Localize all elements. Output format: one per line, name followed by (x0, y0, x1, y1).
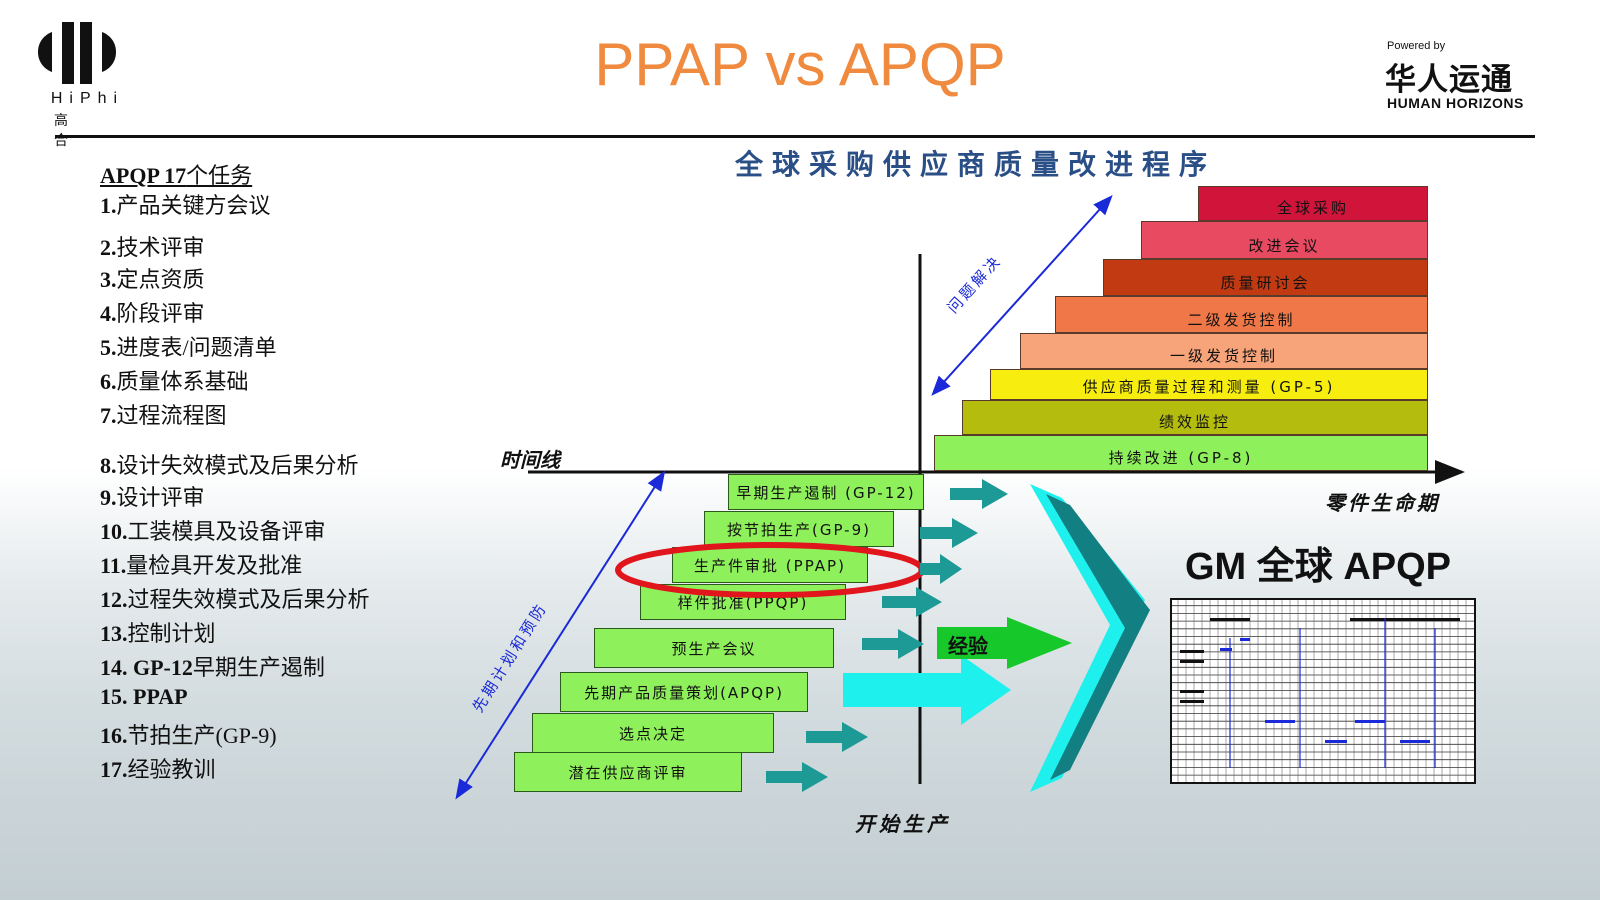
hiphi-logo-text: HiPhi (50, 90, 125, 107)
task-item: 13.控制计划 (100, 616, 216, 648)
task-label: 设计失效模式及后果分析 (116, 453, 359, 478)
pre-step-box: 潜在供应商评审 (514, 752, 742, 792)
task-item: 1.产品关键方会议 (100, 188, 271, 220)
task-item: 6.质量体系基础 (100, 364, 249, 396)
post-production-bar: 一级发货控制 (1020, 333, 1428, 369)
task-item: 15. PPAP (100, 684, 188, 710)
page-title: PPAP vs APQP (594, 31, 1006, 98)
gm-apqp-title: GM 全球 APQP (1185, 546, 1452, 588)
header-divider (55, 135, 1535, 138)
task-item: 2.技术评审 (100, 230, 205, 262)
post-production-bar: 全球采购 (1198, 186, 1428, 221)
task-number: 16. (100, 723, 128, 748)
task-label: 技术评审 (116, 235, 205, 260)
task-item: 8.设计失效模式及后果分析 (100, 448, 359, 480)
task-item: 3.定点资质 (100, 262, 205, 294)
task-heading-prefix: APQP 17 (100, 163, 187, 188)
teal-arrow-3 (920, 554, 962, 584)
task-heading-suffix: 个任务 (186, 163, 253, 188)
task-item: 4.阶段评审 (100, 296, 205, 328)
task-label: 节拍生产(GP-9) (127, 723, 277, 748)
task-label: 控制计划 (127, 621, 216, 646)
task-item: 7.过程流程图 (100, 398, 227, 430)
task-label: 量检具开发及批准 (126, 553, 303, 578)
pre-step-box: 按节拍生产(GP-9) (704, 511, 894, 547)
hiphi-mark-icon (38, 22, 116, 84)
human-horizons-cn-text: 华人运通 (1385, 62, 1513, 98)
post-production-bar: 二级发货控制 (1055, 296, 1428, 333)
task-item: 5.进度表/问题清单 (100, 330, 277, 362)
task-item: 14. GP-12早期生产遏制 (100, 650, 325, 682)
task-item: 16.节拍生产(GP-9) (100, 718, 277, 750)
task-label: 产品关键方会议 (116, 193, 271, 218)
task-label: 早期生产遏制 (192, 655, 325, 680)
task-number: 1. (100, 193, 117, 218)
task-number: 6. (100, 369, 117, 394)
task-item: 10.工装模具及设备评审 (100, 514, 326, 546)
chevron-arrow-teal (1046, 494, 1150, 780)
human-horizons-en-text: HUMAN HORIZONS (1387, 95, 1524, 111)
task-label: 质量体系基础 (116, 369, 249, 394)
task-number: 9. (100, 485, 117, 510)
task-item: 9.设计评审 (100, 480, 205, 512)
task-number: 4. (100, 301, 117, 326)
start-production-label: 开始生产 (855, 812, 951, 836)
experience-label: 经验 (948, 634, 988, 658)
task-label: 定点资质 (116, 267, 205, 292)
task-number: 2. (100, 235, 117, 260)
pre-step-box: 早期生产遏制 (GP-12) (728, 474, 924, 510)
teal-arrow-2 (920, 518, 978, 548)
teal-arrow-1 (950, 479, 1008, 509)
task-label: 设计评审 (116, 485, 205, 510)
task-number: 15. PPAP (100, 684, 188, 709)
task-label: 过程流程图 (116, 403, 227, 428)
lifecycle-label: 零件生命期 (1325, 491, 1440, 515)
task-number: 8. (100, 453, 117, 478)
task-label: 阶段评审 (116, 301, 205, 326)
pre-step-box: 预生产会议 (594, 628, 834, 668)
post-production-bar: 质量研讨会 (1103, 259, 1428, 296)
task-number: 11. (100, 553, 127, 578)
task-item: 17.经验教训 (100, 752, 216, 784)
task-number: 14. GP-12 (100, 655, 193, 680)
task-item: 11.量检具开发及批准 (100, 548, 302, 580)
task-number: 10. (100, 519, 128, 544)
teal-arrow-5 (862, 629, 924, 659)
timeline-label: 时间线 (500, 448, 560, 472)
human-horizons-logo: Powered by 华人运通 HUMAN HORIZONS (1385, 40, 1570, 120)
post-production-bar: 持续改进 (GP-8) (934, 435, 1428, 471)
task-label: 进度表/问题清单 (116, 335, 277, 360)
gm-apqp-schedule-grid (1170, 598, 1476, 784)
cyan-big-arrow (843, 655, 1011, 725)
task-number: 17. (100, 757, 128, 782)
pre-step-box: 先期产品质量策划(APQP) (560, 672, 808, 712)
task-label: 经验教训 (127, 757, 216, 782)
teal-arrow-6 (806, 722, 868, 752)
task-label: 工装模具及设备评审 (127, 519, 326, 544)
post-production-bar: 改进会议 (1141, 221, 1428, 259)
task-label: 过程失效模式及后果分析 (127, 587, 370, 612)
task-item: 12.过程失效模式及后果分析 (100, 582, 370, 614)
diagram-title: 全球采购供应商质量改进程序 (735, 148, 1217, 181)
task-number: 12. (100, 587, 128, 612)
task-number: 13. (100, 621, 128, 646)
advance-planning-arrow (455, 470, 666, 800)
teal-arrow-4 (882, 587, 942, 617)
teal-arrow-7 (766, 762, 828, 792)
task-number: 5. (100, 335, 117, 360)
task-list-heading: APQP 17个任务 (100, 158, 252, 190)
experience-arrow (937, 617, 1072, 669)
task-number: 3. (100, 267, 117, 292)
problem-solving-arrow (931, 195, 1113, 396)
task-number: 7. (100, 403, 117, 428)
post-production-bar: 供应商质量过程和测量 (GP-5) (990, 369, 1428, 400)
post-production-bar: 绩效监控 (962, 400, 1428, 435)
powered-by-text: Powered by (1387, 40, 1446, 52)
